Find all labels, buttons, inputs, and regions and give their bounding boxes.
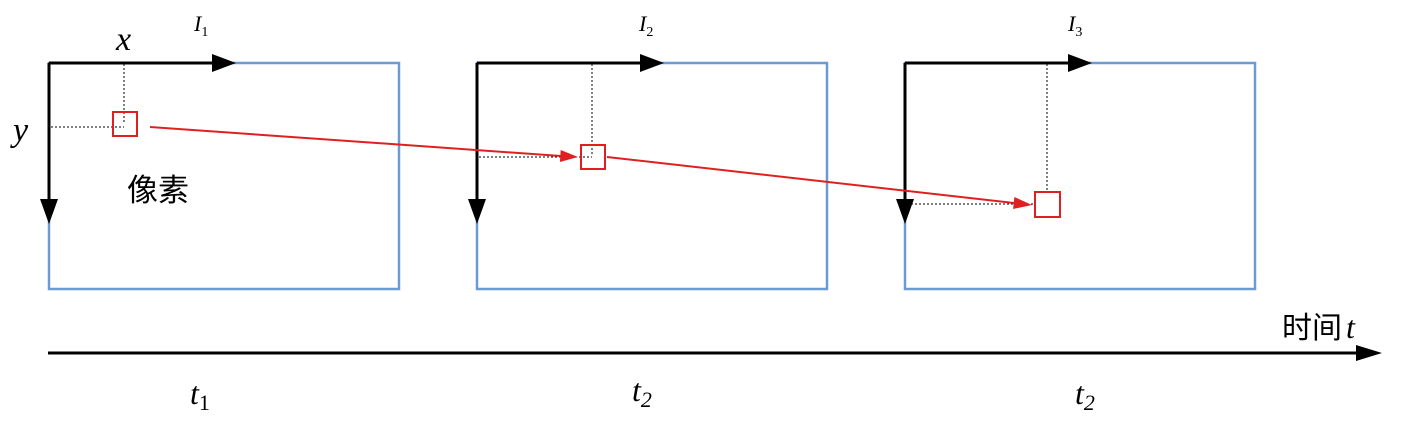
frame-1-border	[47, 61, 401, 291]
frame-2-image-index: 2	[646, 25, 653, 40]
frame-3-x-arrowhead	[1068, 54, 1092, 72]
frame-1-image-index: 1	[201, 25, 208, 40]
time-label-1-index: 1	[199, 390, 210, 415]
time-label-3-index: 2	[1084, 390, 1095, 415]
time-label-1-letter: t	[190, 375, 200, 411]
time-label-2-index: 2	[641, 387, 652, 412]
time-axis-arrowhead	[1356, 345, 1382, 361]
frame-2-pixel-box	[580, 144, 606, 170]
pixel-trajectory	[149, 126, 1032, 209]
time-label-2-letter: t	[632, 372, 642, 408]
time-label-3: t2	[1075, 375, 1095, 415]
frame-3-border	[903, 61, 1257, 291]
frame-1: x y 像素 I1	[10, 11, 401, 291]
trajectory-arrow-1-to-2	[149, 126, 562, 157]
frame-3-image-index: 3	[1075, 25, 1082, 40]
time-label-2: t2	[632, 372, 652, 412]
y-axis-label: y	[10, 112, 29, 149]
frame-1-x-arrowhead	[212, 54, 236, 72]
time-label-3-letter: t	[1075, 375, 1085, 411]
x-axis-label: x	[115, 21, 131, 58]
time-label-1: t1	[190, 375, 210, 415]
frame-3-y-arrowhead	[896, 199, 914, 224]
pixel-label: 像素	[127, 173, 189, 209]
trajectory-arrowhead-1-to-2	[559, 150, 578, 162]
trajectory-arrowhead-2-to-3	[1013, 197, 1032, 209]
time-axis-symbol: t	[1346, 309, 1356, 345]
frame-2-title: I2	[638, 11, 653, 40]
time-axis-label-text: 时间	[1282, 311, 1342, 346]
frame-2-y-arrowhead	[468, 199, 486, 224]
frame-2-x-arrowhead	[640, 54, 664, 72]
frame-1-title: I1	[193, 11, 208, 40]
trajectory-arrow-2-to-3	[606, 156, 1015, 204]
frame-2-image-letter: I	[638, 11, 648, 36]
frame-1-image-letter: I	[193, 11, 203, 36]
frame-3-title: I3	[1067, 11, 1082, 40]
frame-3: I3	[896, 11, 1257, 291]
frame-1-y-arrowhead	[40, 199, 58, 224]
frame-3-image-letter: I	[1067, 11, 1077, 36]
frame-1-pixel-box	[112, 111, 138, 137]
frame-2: I2	[468, 11, 829, 291]
frame-3-pixel-box	[1034, 191, 1061, 218]
